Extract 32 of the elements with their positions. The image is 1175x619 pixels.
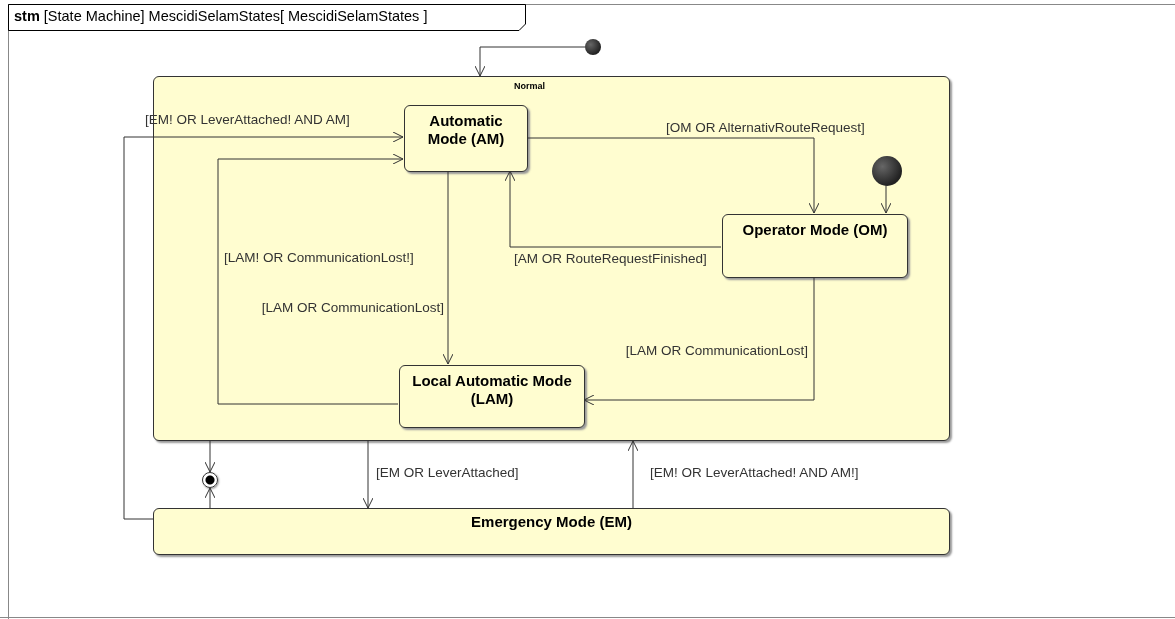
transition-arrow (217, 153, 404, 405)
edge-label: [LAM OR CommunicationLost] (261, 300, 444, 316)
transition-arrow (362, 440, 374, 509)
state-name: Operator Mode (OM) (741, 221, 889, 239)
transition-arrow (504, 170, 722, 248)
state-name: Emergency Mode (EM) (470, 513, 633, 531)
state-name: Normal (514, 81, 545, 91)
transition-arrow (123, 131, 404, 520)
state-box (399, 365, 585, 428)
transition-arrow (627, 440, 639, 509)
transition-arrow (204, 440, 216, 473)
edge-label: [OM OR AlternativRouteRequest] (666, 120, 865, 136)
final-state-circle (202, 472, 218, 488)
state-box (404, 105, 528, 172)
edge-label: [EM OR LeverAttached] (376, 465, 519, 481)
state-name: Automatic Mode (AM) (426, 112, 506, 148)
edge-label: [LAM OR CommunicationLost] (625, 343, 808, 359)
transition-arrow (204, 487, 216, 509)
transition-arrow (583, 276, 815, 406)
state-box (153, 508, 950, 555)
initial-state-circle (585, 39, 601, 55)
edge-label: [EM! OR LeverAttached! AND AM!] (650, 465, 859, 481)
transition-arrow (442, 170, 454, 365)
state-box (722, 214, 908, 278)
transition-arrow (880, 184, 892, 214)
initial-state-circle (872, 156, 902, 186)
diagram-title: stm [State Machine] MescidiSelamStates[ MescidiSelamStates ] (14, 8, 428, 24)
edge-label: [LAM! OR CommunicationLost!] (224, 250, 414, 266)
transition-arrow (474, 46, 586, 77)
edge-label: [AM OR RouteRequestFinished] (514, 251, 707, 267)
state-name: Local Automatic Mode (LAM) (411, 372, 573, 408)
transition-arrow (526, 137, 820, 214)
